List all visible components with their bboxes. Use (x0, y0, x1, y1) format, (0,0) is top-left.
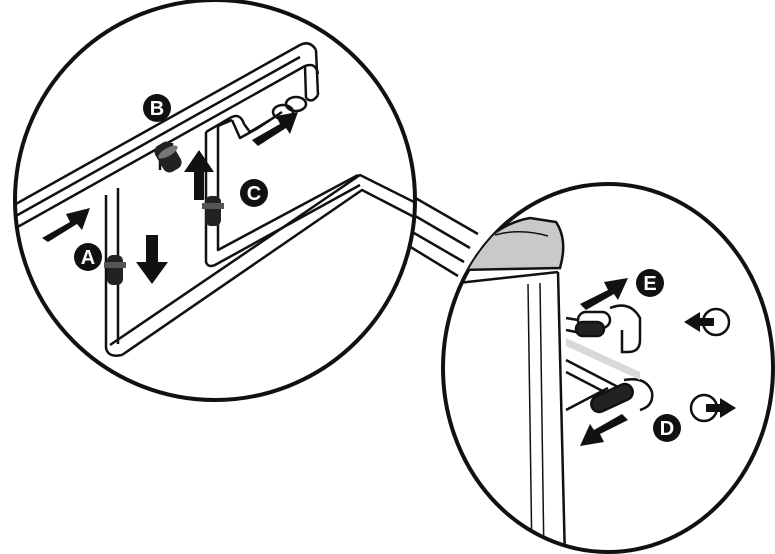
branch-pipe-c (204, 114, 361, 268)
lower-pipe-connection (565, 358, 654, 414)
valve-b (154, 141, 182, 173)
arrow-icon (136, 235, 168, 284)
left-detail-circle: A B C (13, 0, 417, 402)
callout-b-label: B (150, 98, 164, 120)
callout-c-label: C (247, 183, 261, 205)
appliance-body (457, 216, 567, 552)
callout-b: B (143, 94, 171, 122)
arrow-icon (42, 208, 90, 242)
callout-a: A (74, 243, 102, 271)
callout-d: D (653, 414, 681, 442)
arrow-icon (184, 150, 214, 200)
callout-c: C (240, 179, 268, 207)
arrow-icon (580, 414, 628, 446)
main-supply-pipe (15, 42, 320, 236)
valve-a (104, 255, 126, 285)
arrow-icon (252, 112, 298, 146)
callout-a-label: A (81, 247, 95, 269)
valve-c (202, 196, 224, 226)
callout-e-label: E (643, 273, 656, 295)
counterclockwise-rotation-icon (684, 307, 731, 337)
arrow-icon (580, 278, 628, 310)
right-detail-circle: E D (441, 182, 775, 554)
callout-d-label: D (660, 418, 674, 440)
upper-pipe-connection (565, 304, 642, 354)
callout-e: E (636, 269, 664, 297)
clockwise-rotation-icon (689, 393, 736, 423)
